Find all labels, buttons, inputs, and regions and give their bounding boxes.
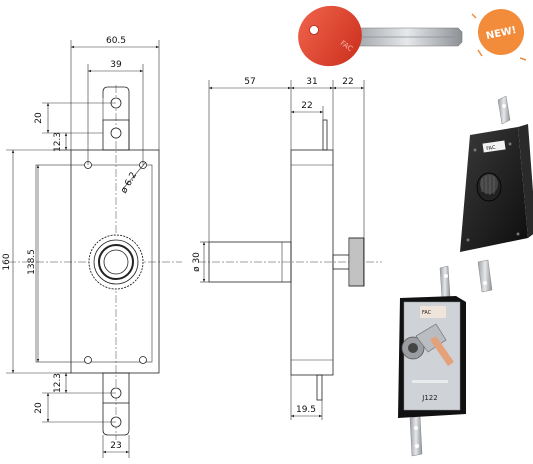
silver-lock-label	[420, 306, 446, 318]
dim-height-inner: 138.5	[27, 249, 37, 275]
mount-hole-bl	[84, 356, 92, 364]
side-bracket-bottom	[316, 374, 323, 401]
dim-width-bottom: 23	[110, 441, 121, 451]
key-ring-hole	[309, 25, 319, 35]
side-bracket-top	[322, 119, 328, 151]
side-body	[290, 149, 334, 376]
side-knob-knurling	[350, 238, 364, 286]
top-bracket-outline	[102, 86, 130, 150]
side-view: 57 31 22 22 ø 30 19.5	[192, 77, 382, 420]
mount-hole-br	[139, 356, 147, 364]
cylinder-core	[103, 249, 129, 275]
cylinder-outer	[98, 244, 134, 280]
knurled-knob-ring	[93, 239, 139, 285]
dim-cylinder-diameter: ø 30	[192, 252, 202, 272]
silver-lock-photo: FAC J122	[398, 265, 466, 457]
top-bracket-hole-lower	[110, 127, 122, 139]
dim-height-total: 160	[2, 253, 12, 270]
dim-12-3-top: 12.3	[53, 132, 63, 152]
silver-lock-bracket-top	[439, 265, 451, 299]
key-head	[298, 5, 362, 67]
dim-inner-width-top: 39	[110, 60, 122, 70]
dim-12-3-bottom: 12.3	[53, 373, 63, 393]
black-lock-bracket-top	[497, 95, 511, 125]
silver-lock-model: J122	[421, 394, 437, 402]
black-lock-bracket-bottom	[477, 259, 493, 293]
black-lock-photo: FAC	[460, 95, 533, 293]
dim-20-bottom: 20	[34, 402, 44, 414]
bottom-bracket-outline	[102, 403, 130, 436]
dim-57: 57	[244, 77, 255, 87]
dim-20-top: 20	[34, 112, 44, 124]
dim-width-top: 60.5	[106, 36, 126, 46]
front-view: 60.5 39 20 12.3 ø 6.2 160 138.5 12.3	[2, 36, 182, 458]
silver-lock-brand: FAC	[422, 310, 432, 316]
dim-hole-diameter: ø 6.2	[119, 171, 139, 196]
bottom-bracket-base	[102, 372, 130, 404]
dim-19-5: 19.5	[296, 405, 316, 415]
dim-22-right: 22	[342, 77, 353, 87]
new-badge: NEW!	[471, 9, 527, 61]
badge-circle	[478, 9, 524, 55]
silver-lock-key-head	[430, 336, 454, 366]
dim-22-inner: 22	[301, 101, 312, 111]
key-photo: FAC	[298, 5, 463, 67]
dim-31: 31	[306, 77, 317, 87]
front-inner-outline	[35, 164, 153, 363]
silver-lock-bracket-bottom	[409, 415, 423, 457]
black-lock-label	[482, 140, 506, 153]
black-lock-brand: FAC	[486, 145, 496, 152]
